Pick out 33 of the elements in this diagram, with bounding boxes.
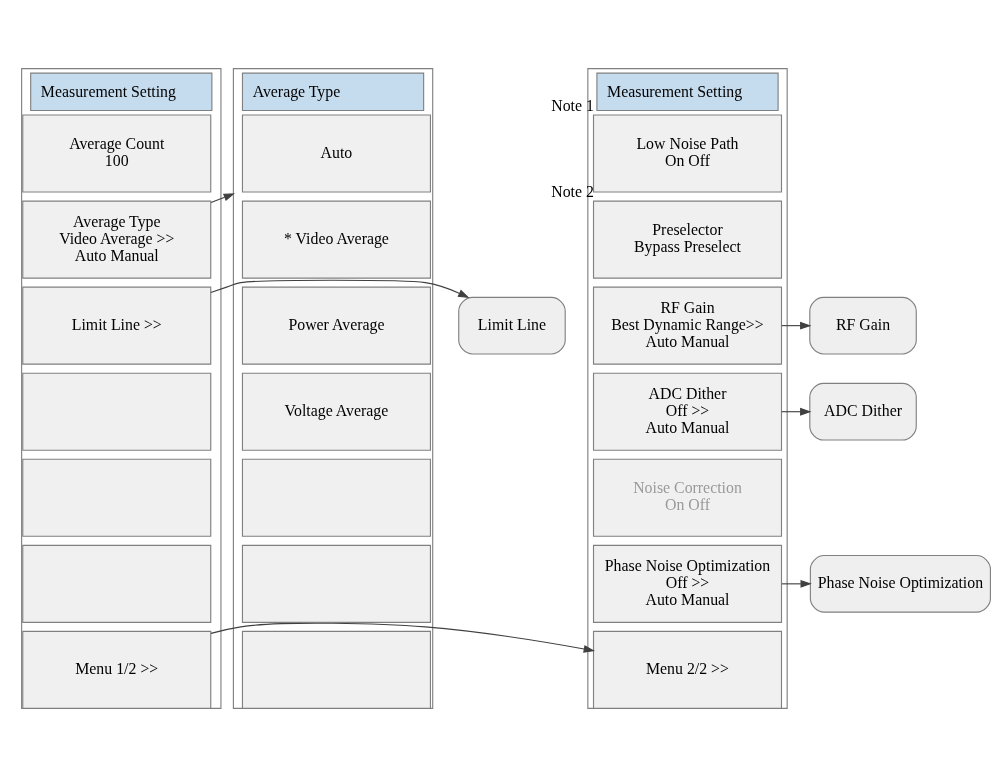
node-box: ADC Dither Off >> Auto Manual	[592, 372, 783, 451]
node-box: Voltage Average	[241, 372, 431, 451]
node-box: Auto	[241, 114, 431, 193]
arrow	[781, 321, 812, 330]
arrow	[210, 193, 235, 204]
node-box: Menu 2/2 >>	[592, 630, 783, 709]
node-box: Limit Line >>	[22, 286, 212, 365]
arrow	[210, 622, 595, 653]
node-box: Average Count 100	[22, 114, 212, 193]
arrow	[210, 279, 470, 299]
arrow	[781, 579, 812, 588]
node-box: Low Noise Path On Off	[592, 114, 783, 193]
node-box: Preselector Bypass Preselect	[592, 200, 783, 279]
arrow	[781, 407, 812, 416]
node-box	[22, 544, 212, 623]
node-box: RF Gain	[809, 296, 917, 355]
node-label: Note 2	[551, 182, 594, 200]
node-box: Menu 1/2 >>	[22, 630, 212, 709]
node-box: Average Type Video Average >> Auto Manual	[22, 200, 212, 279]
node-box: Power Average	[241, 286, 431, 365]
node-box	[22, 372, 212, 451]
node-box: RF Gain Best Dynamic Range>> Auto Manual	[592, 286, 783, 365]
node-box: Phase Noise Optimization	[809, 554, 991, 613]
node-box: * Video Average	[241, 200, 431, 279]
node-box: ADC Dither	[809, 382, 917, 441]
node-box: Phase Noise Optimization Off >> Auto Manual	[592, 544, 783, 623]
node-box	[241, 630, 431, 709]
node-box: Noise Correction On Off	[592, 458, 783, 537]
node-label: Note 1	[551, 96, 594, 114]
node-box	[241, 458, 431, 537]
node-box	[241, 544, 431, 623]
node-box	[22, 458, 212, 537]
node-box: Limit Line	[458, 296, 566, 355]
